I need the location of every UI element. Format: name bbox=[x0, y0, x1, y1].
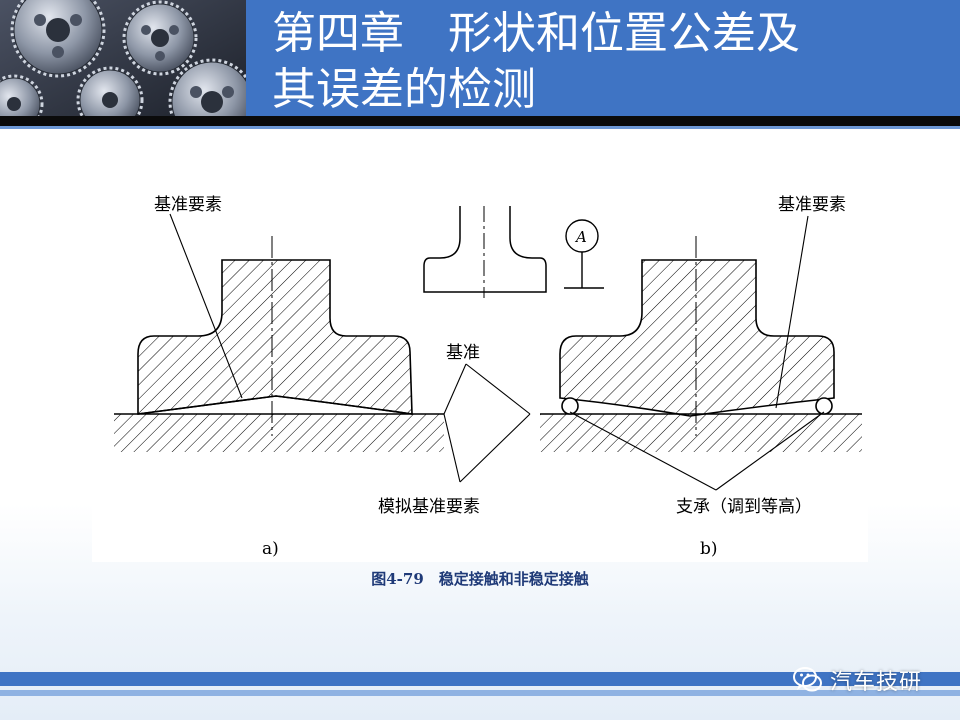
footer-band-accent bbox=[0, 690, 960, 696]
label-simulated-datum-element: 模拟基准要素 bbox=[378, 497, 480, 517]
gears-image bbox=[0, 0, 246, 126]
leader-lines bbox=[169, 213, 825, 491]
support-right bbox=[815, 397, 833, 415]
watermark-text: 汽车技研 bbox=[830, 670, 923, 695]
ground-left bbox=[114, 413, 444, 452]
ground-right bbox=[540, 413, 862, 452]
support-left bbox=[561, 397, 579, 415]
wechat-icon bbox=[793, 667, 822, 692]
label-subfigure-b: b) bbox=[700, 539, 718, 559]
label-subfigure-a: a) bbox=[262, 539, 279, 559]
title-divider bbox=[0, 116, 960, 126]
figure-drawing: 基准要素 基准要素 基准 模拟基准要素 支承（调到等高） A a) b) bbox=[114, 195, 862, 559]
part-right bbox=[559, 259, 835, 417]
label-indicator: A bbox=[574, 228, 587, 246]
figure-caption: 图4-79 稳定接触和非稳定接触 bbox=[371, 570, 589, 588]
inset-part bbox=[423, 206, 547, 298]
figure: 基准要素 基准要素 基准 模拟基准要素 支承（调到等高） A a) b) bbox=[92, 186, 868, 562]
title-divider-accent bbox=[0, 126, 960, 129]
footer-band bbox=[0, 672, 960, 686]
label-datum: 基准 bbox=[446, 343, 480, 363]
part-left bbox=[137, 259, 413, 415]
slide-title-line1: 第四章 形状和位置公差及 bbox=[272, 8, 800, 59]
title-band bbox=[246, 0, 960, 116]
slide-title: 第四章 形状和位置公差及 其误差的检测 bbox=[272, 6, 912, 118]
watermark: 汽车技研 bbox=[792, 664, 922, 696]
label-support: 支承（调到等高） bbox=[676, 497, 812, 517]
indicator-a bbox=[564, 219, 604, 289]
label-datum-element-left: 基准要素 bbox=[154, 195, 222, 215]
label-datum-element-right: 基准要素 bbox=[778, 195, 846, 215]
part-left-irregular-base bbox=[137, 395, 413, 415]
slide-title-line2: 其误差的检测 bbox=[272, 64, 536, 115]
